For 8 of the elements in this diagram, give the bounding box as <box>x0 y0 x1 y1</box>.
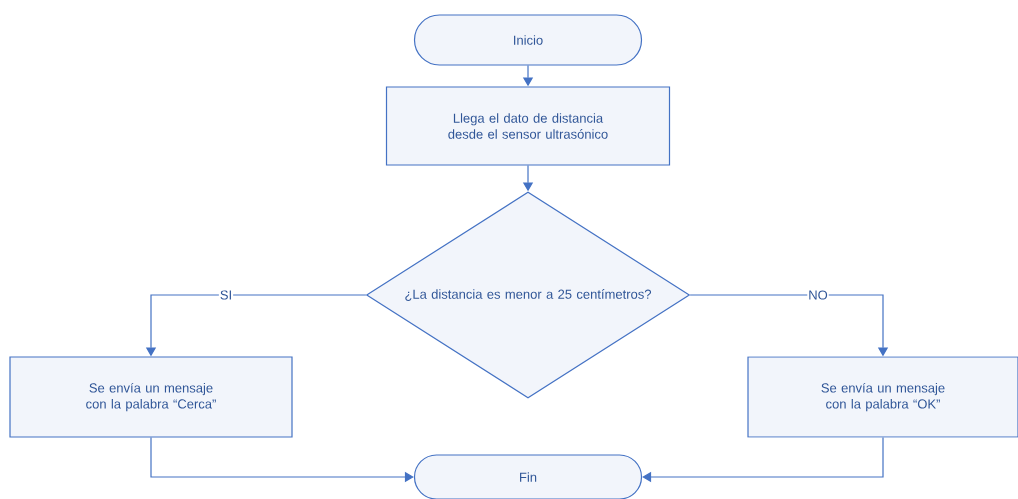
process-box: Se envía un mensaje con la palabra “Cerca” <box>9 356 293 438</box>
process-box: Se envía un mensaje con la palabra “OK” <box>747 356 1018 438</box>
terminal-box: Fin <box>413 454 643 499</box>
arrow <box>642 437 884 483</box>
terminal-box: Inicio <box>413 14 643 66</box>
edge-label: NO <box>807 289 829 301</box>
process-box: Llega el dato de distancia desde el sensor ultrasónico <box>385 86 671 166</box>
edge-label: SI <box>218 289 234 301</box>
